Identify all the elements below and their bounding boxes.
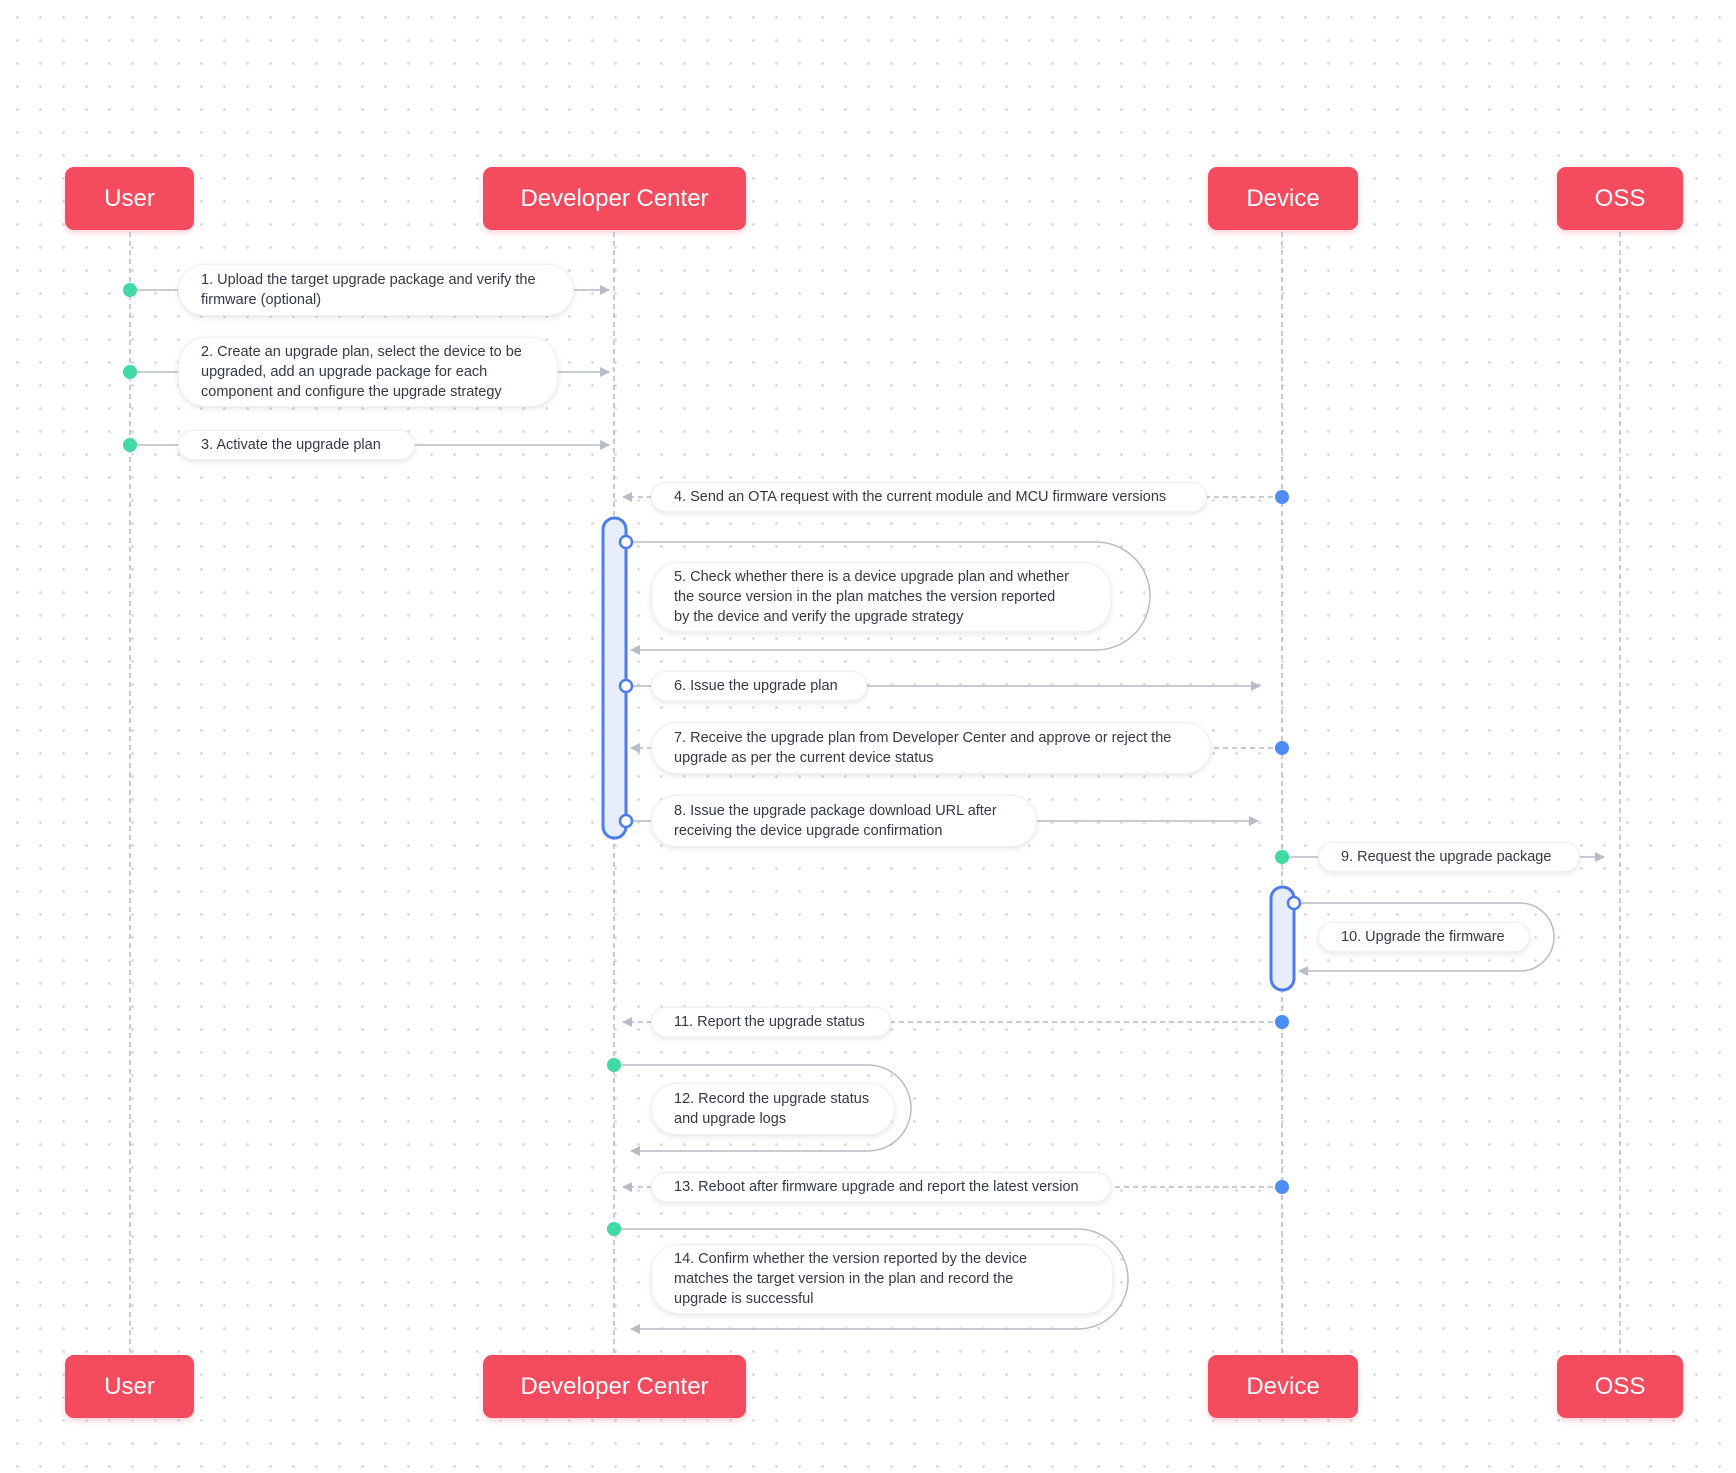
arrow-step-10 [1294, 902, 1555, 976]
step-6-label: 6. Issue the upgrade plan [651, 671, 867, 701]
actor-user-top: User [65, 167, 194, 230]
step-4-label: 4. Send an OTA request with the current … [651, 482, 1207, 512]
dot-step-2 [123, 365, 137, 379]
dot-step-11 [1275, 1015, 1289, 1029]
arrow-step-5 [626, 541, 1151, 655]
dot-step-4 [1275, 490, 1289, 504]
step-3-label: 3. Activate the upgrade plan [178, 430, 415, 460]
arrow-step-12 [614, 1064, 912, 1156]
step-9-label: 9. Request the upgrade package [1318, 842, 1580, 872]
step-11-label: 11. Report the upgrade status [651, 1007, 891, 1037]
step-5-label: 5. Check whether there is a device upgra… [651, 562, 1111, 632]
actor-user-bottom: User [65, 1355, 194, 1418]
dot-step-1 [123, 283, 137, 297]
actor-developer-center-bottom: Developer Center [483, 1355, 746, 1418]
step-14-label: 14. Confirm whether the version reported… [651, 1244, 1113, 1314]
step-1-label: 1. Upload the target upgrade package and… [178, 264, 574, 316]
actor-developer-center-top: Developer Center [483, 167, 746, 230]
dot-step-6 [618, 678, 634, 694]
dot-step-5 [618, 534, 634, 550]
device-activation [1269, 885, 1296, 992]
step-7-label: 7. Receive the upgrade plan from Develop… [651, 722, 1211, 774]
step-2-label: 2. Create an upgrade plan, select the de… [178, 337, 558, 407]
dot-step-13 [1275, 1180, 1289, 1194]
dot-step-8 [618, 813, 634, 829]
dot-step-3 [123, 438, 137, 452]
dot-step-10 [1286, 895, 1302, 911]
actor-device-top: Device [1208, 167, 1358, 230]
message-endpoints [123, 283, 1302, 1236]
actor-oss-bottom: OSS [1557, 1355, 1683, 1418]
step-13-label: 13. Reboot after firmware upgrade and re… [651, 1172, 1111, 1202]
dot-step-14 [607, 1222, 621, 1236]
dot-step-7 [1275, 741, 1289, 755]
arrow-step-14 [614, 1228, 1129, 1334]
developer-center-activation [601, 516, 628, 840]
actor-oss-top: OSS [1557, 167, 1683, 230]
actor-device-bottom: Device [1208, 1355, 1358, 1418]
dot-step-12 [607, 1058, 621, 1072]
step-12-label: 12. Record the upgrade status and upgrad… [651, 1083, 895, 1135]
dot-step-9 [1275, 850, 1289, 864]
step-10-label: 10. Upgrade the firmware [1318, 922, 1530, 952]
step-8-label: 8. Issue the upgrade package download UR… [651, 795, 1037, 847]
